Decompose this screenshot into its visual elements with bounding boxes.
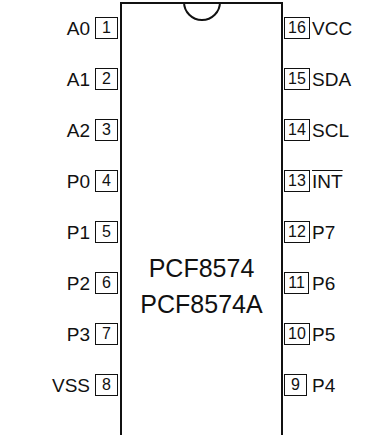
part-number: PCF8574 xyxy=(122,256,281,281)
pin-number-box: 8 xyxy=(95,374,118,396)
pin-number-box: 5 xyxy=(95,221,118,243)
notch-arc xyxy=(184,2,220,20)
pin-name: SCL xyxy=(312,121,349,140)
pin-number-box: 2 xyxy=(95,68,118,90)
pin-number: 3 xyxy=(102,122,111,138)
pin-name: A2 xyxy=(67,121,90,140)
pin-number-box: 9 xyxy=(284,374,307,396)
pin-name: A0 xyxy=(67,19,90,38)
pin-number-box: 14 xyxy=(284,119,310,141)
pin-name: P4 xyxy=(312,376,335,395)
pin-name: A1 xyxy=(67,70,90,89)
pin-number-box: 7 xyxy=(95,323,118,345)
pin-number: 15 xyxy=(288,71,306,87)
pin-number: 5 xyxy=(102,224,111,240)
pin-number-box: 6 xyxy=(95,272,118,294)
pin-name: P0 xyxy=(67,172,90,191)
pin-number-box: 16 xyxy=(284,17,310,39)
pin-number-box: 4 xyxy=(95,170,118,192)
pin-name: SDA xyxy=(312,70,351,89)
pin-number: 9 xyxy=(291,377,300,393)
pin-name: P6 xyxy=(312,274,335,293)
pin-number: 11 xyxy=(288,275,305,291)
pin-number: 13 xyxy=(288,173,306,189)
pin-number: 8 xyxy=(102,377,111,393)
pin-number: 16 xyxy=(288,20,306,36)
pin-number: 14 xyxy=(288,122,306,138)
pin-number: 7 xyxy=(102,326,111,342)
pin-number: 1 xyxy=(102,20,111,36)
pin-number-box: 3 xyxy=(95,119,118,141)
pin-number-box: 11 xyxy=(284,272,309,294)
pin-number-box: 13 xyxy=(284,170,310,192)
chip-body: PCF8574PCF8574A xyxy=(120,2,283,435)
pin-name: P2 xyxy=(67,274,90,293)
pin-name: INT xyxy=(312,172,343,191)
pin-name: P5 xyxy=(312,325,335,344)
pin-name: VCC xyxy=(312,19,352,38)
pin-name: P3 xyxy=(67,325,90,344)
pin-number: 6 xyxy=(102,275,111,291)
pin-name: P7 xyxy=(312,223,335,242)
pin-number-box: 10 xyxy=(284,323,310,345)
part-number: PCF8574A xyxy=(122,292,281,317)
pin-number-box: 1 xyxy=(95,17,118,39)
pin-number: 10 xyxy=(288,326,306,342)
pin-name: VSS xyxy=(52,376,90,395)
pin-number-box: 12 xyxy=(284,221,310,243)
pin-number: 12 xyxy=(288,224,306,240)
pin-number: 4 xyxy=(102,173,111,189)
pin-name: P1 xyxy=(67,223,90,242)
pin-number-box: 15 xyxy=(284,68,310,90)
pin-number: 2 xyxy=(102,71,111,87)
